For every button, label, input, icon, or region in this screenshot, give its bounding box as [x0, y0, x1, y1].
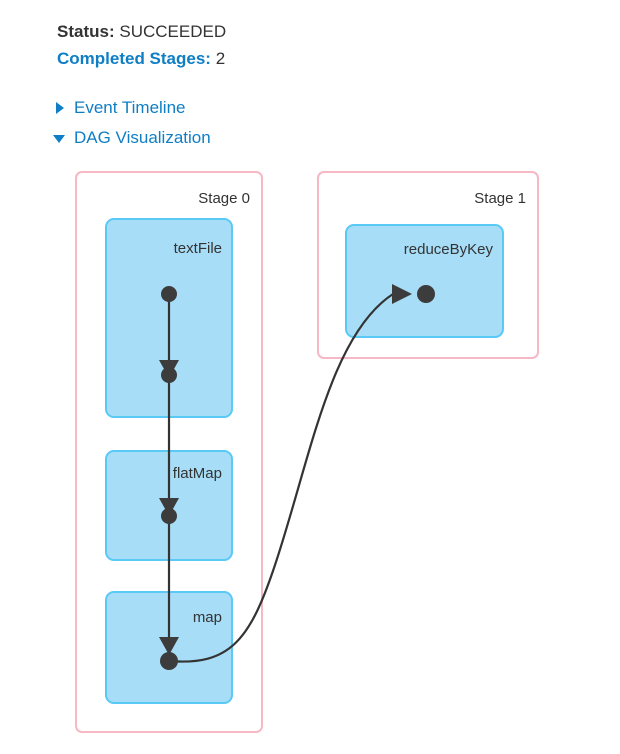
toggle-dag-visualization[interactable]: DAG Visualization [53, 123, 211, 153]
dag-visualization-label: DAG Visualization [74, 128, 211, 147]
event-timeline-label: Event Timeline [74, 98, 186, 117]
edge-shuffle-curve [168, 293, 394, 663]
job-summary: Status: SUCCEEDED Completed Stages: 2 [57, 18, 577, 72]
dot-textfile-top [161, 286, 177, 302]
dag-visualization-panel: Stage 0 Stage 1 textFile flatMap map red… [0, 160, 620, 754]
expandable-sections: Event Timeline DAG Visualization [53, 93, 211, 153]
node-dots [160, 285, 435, 670]
completed-stages-line: Completed Stages: 2 [57, 45, 577, 72]
rdd-reducebykey-label: reduceByKey [404, 241, 494, 258]
rdd-textfile-label: textFile [174, 240, 222, 257]
rdd-reducebykey-box [345, 224, 504, 338]
arrow-head-reducebykey [392, 284, 412, 304]
dot-map [160, 652, 178, 670]
dot-textfile-bottom [161, 367, 177, 383]
dot-flatmap [161, 508, 177, 524]
status-value: SUCCEEDED [119, 22, 227, 41]
dag-graph[interactable]: Stage 0 Stage 1 textFile flatMap map red… [0, 160, 620, 754]
status-label: Status: [57, 22, 115, 41]
edge-shuffle-map-to-reducebykey [168, 284, 412, 663]
arrow-head-flatmap [159, 498, 179, 516]
toggle-event-timeline[interactable]: Event Timeline [53, 93, 211, 123]
status-line: Status: SUCCEEDED [57, 18, 577, 45]
triangle-right-icon [53, 101, 67, 115]
dot-reducebykey [417, 285, 435, 303]
rdd-flatmap-label: flatMap [173, 465, 222, 482]
rdd-map-label: map [193, 609, 222, 626]
stage-0-label: Stage 0 [198, 190, 250, 207]
stage-1-label: Stage 1 [474, 190, 526, 207]
triangle-down-icon [53, 131, 67, 145]
rdd-node-reducebykey[interactable]: reduceByKey [345, 224, 504, 338]
completed-stages-value: 2 [215, 49, 226, 68]
arrow-head-map [159, 637, 179, 655]
completed-stages-label[interactable]: Completed Stages: [57, 49, 211, 68]
